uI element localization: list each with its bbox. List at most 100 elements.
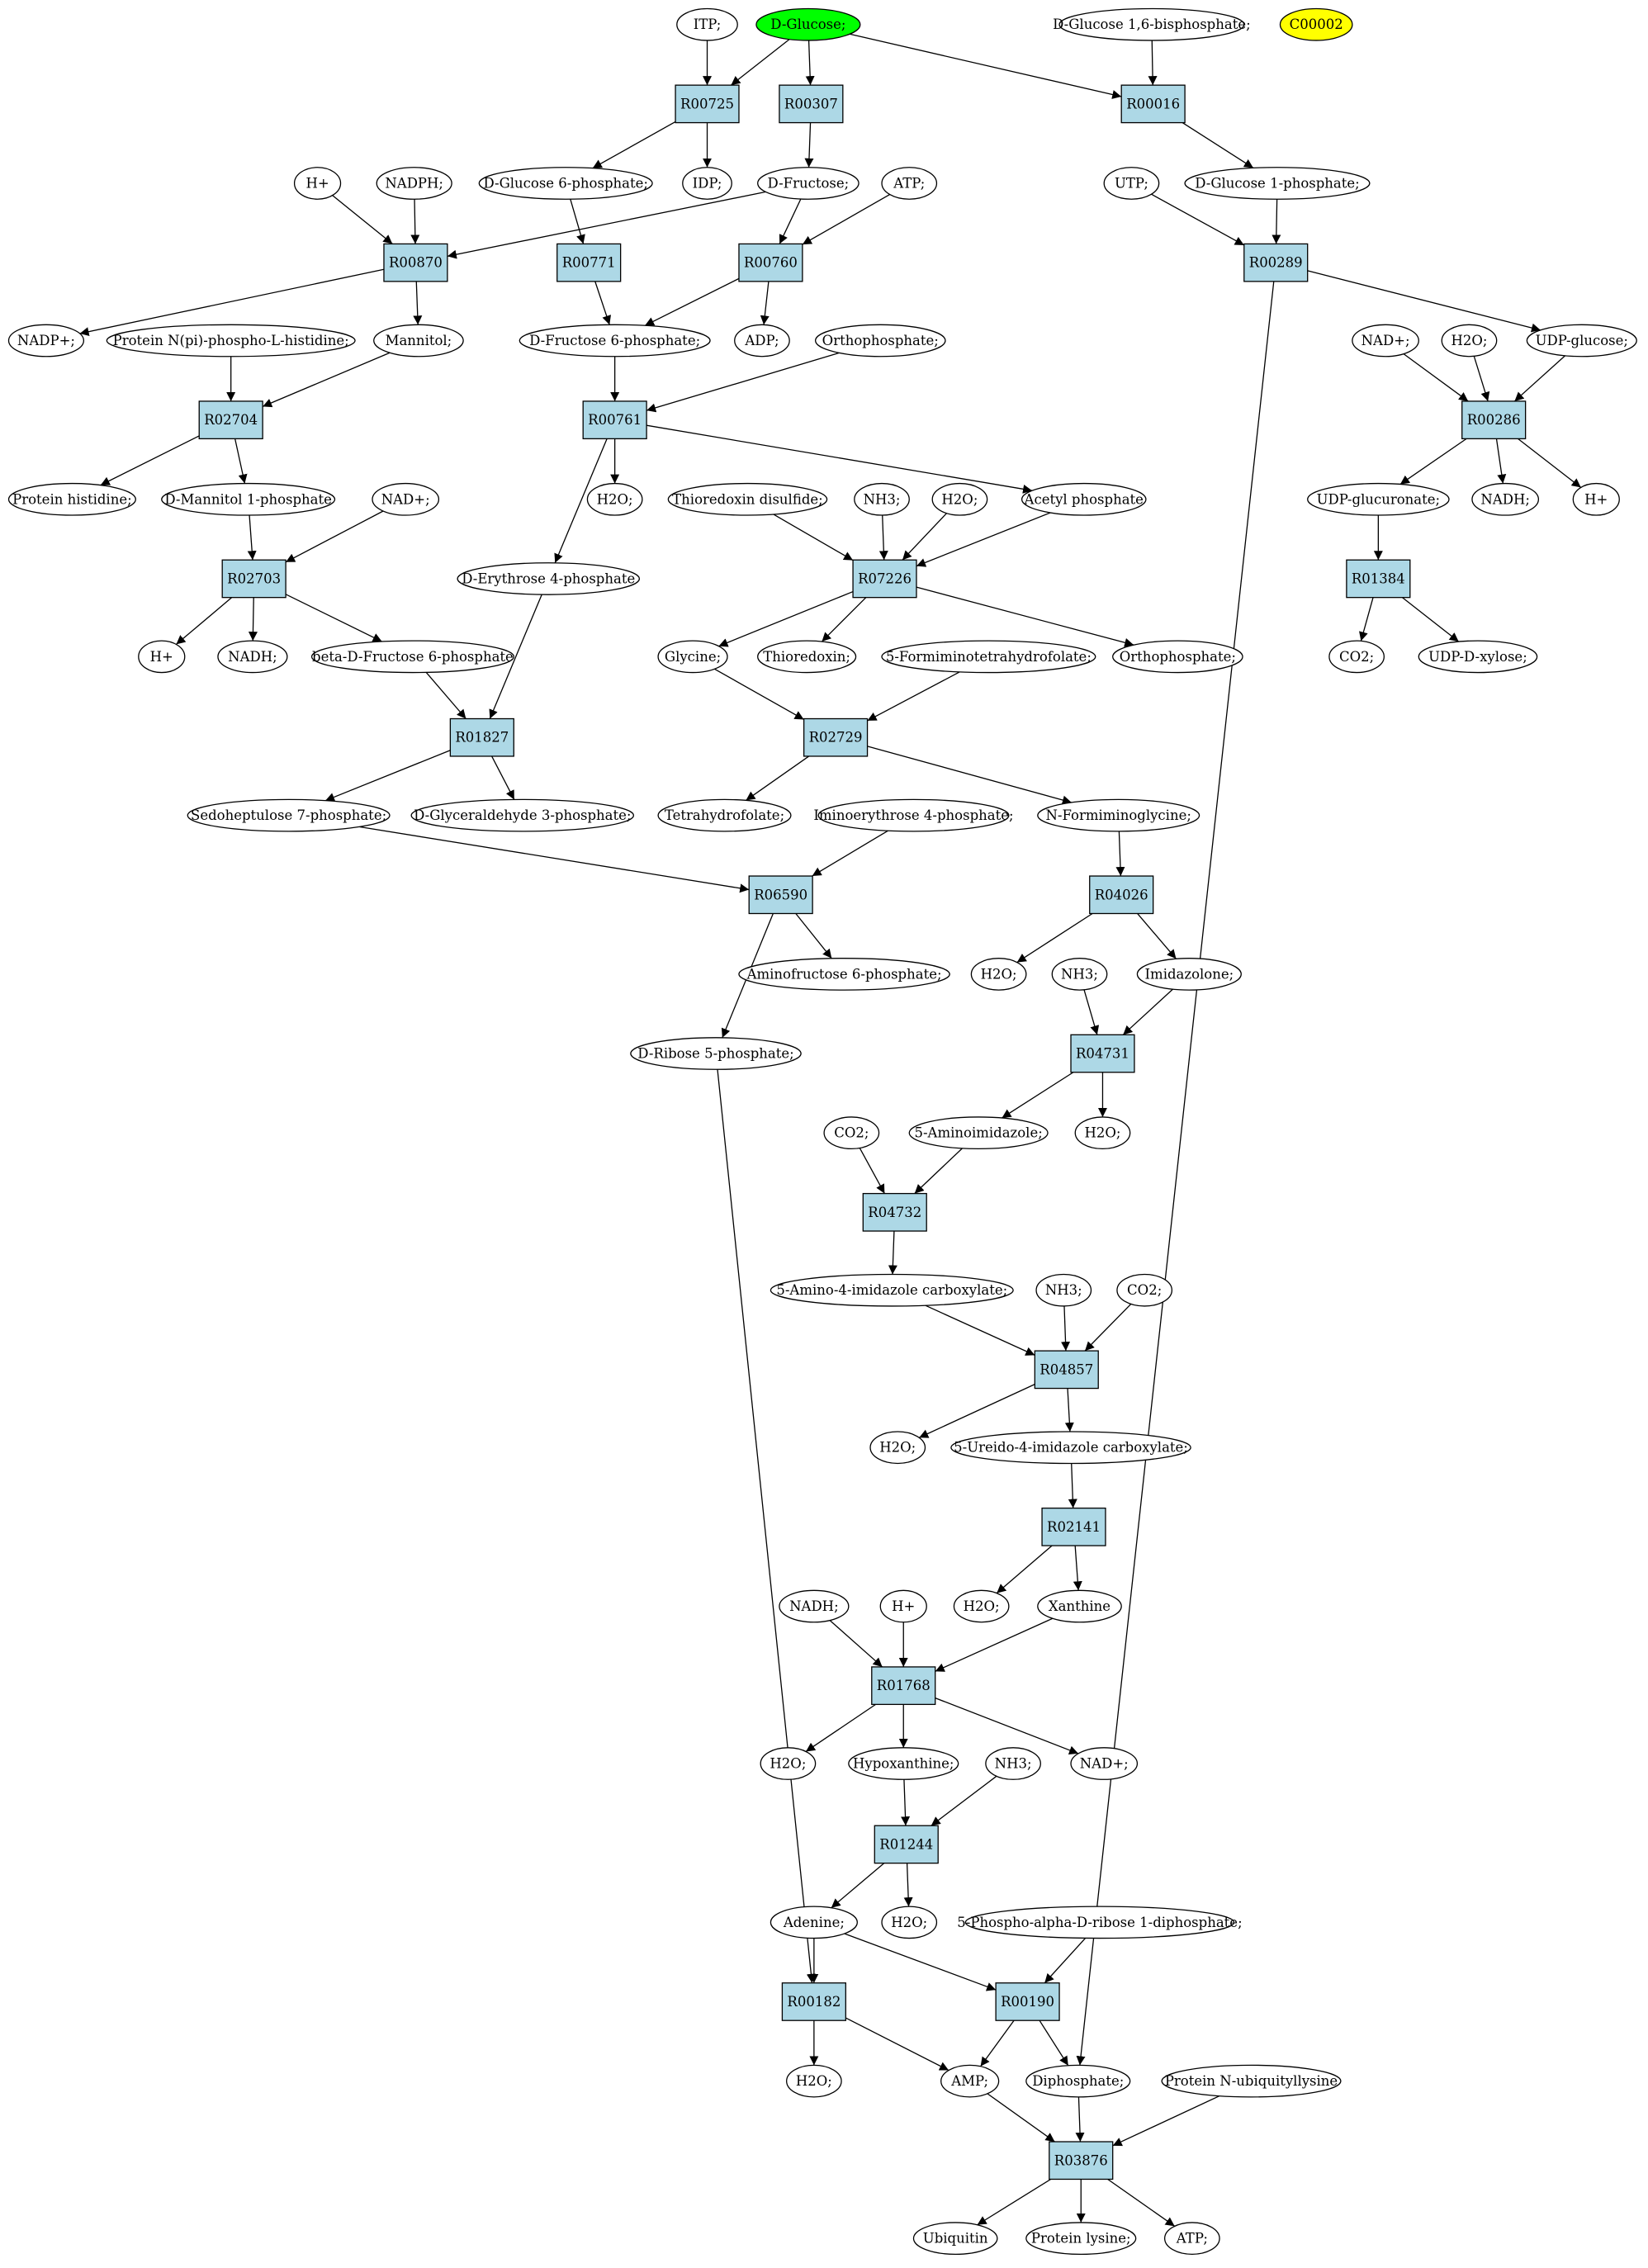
reaction-node-R07226[interactable]: R07226	[852, 559, 917, 599]
reaction-node-R00771[interactable]: R00771	[556, 243, 622, 282]
compound-node-de4p[interactable]: D-Erythrose 4-phosphate	[457, 562, 641, 595]
compound-node-iminoe4p[interactable]: Iminoerythrose 4-phosphate;	[813, 798, 1014, 832]
reaction-node-R04857[interactable]: R04857	[1034, 1350, 1099, 1390]
reaction-node-R00182[interactable]: R00182	[781, 1982, 846, 2021]
reaction-node-R02729[interactable]: R02729	[803, 717, 869, 757]
compound-node-diphos[interactable]: Diphosphate;	[1025, 2064, 1131, 2098]
compound-node-h2o1[interactable]: H2O;	[1441, 324, 1498, 357]
compound-node-nadh3[interactable]: NADH;	[779, 1589, 850, 1623]
compound-node-glycine[interactable]: Glycine;	[657, 640, 728, 674]
reaction-node-R04731[interactable]: R04731	[1070, 1034, 1135, 1073]
compound-node-hypox[interactable]: Hypoxanthine;	[848, 1747, 959, 1780]
compound-node-dg6p[interactable]: D-Glucose 6-phosphate;	[478, 167, 653, 200]
compound-node-xanthine[interactable]: Xanthine	[1037, 1589, 1122, 1623]
reaction-node-R02141[interactable]: R02141	[1041, 1508, 1106, 1546]
reaction-node-R00761[interactable]: R00761	[582, 400, 647, 440]
compound-node-c00002[interactable]: C00002	[1279, 7, 1353, 41]
reaction-node-R01768[interactable]: R01768	[871, 1666, 936, 1706]
compound-node-amp[interactable]: AMP;	[940, 2064, 1000, 2098]
compound-node-co2c[interactable]: CO2;	[1116, 1273, 1173, 1307]
compound-node-h2o10[interactable]: H2O;	[786, 2064, 842, 2098]
compound-node-dr5p[interactable]: D-Ribose 5-phosphate;	[630, 1037, 802, 1070]
compound-node-hplus1[interactable]: H+	[293, 167, 342, 200]
reaction-node-R00289[interactable]: R00289	[1243, 243, 1309, 282]
compound-node-dgap[interactable]: D-Glyceraldehyde 3-phosphate;	[410, 798, 635, 832]
reaction-node-R02704[interactable]: R02704	[198, 400, 263, 440]
compound-node-dg16bp[interactable]: D-Glucose 1,6-bisphosphate;	[1053, 7, 1251, 41]
reaction-node-R03876[interactable]: R03876	[1049, 2141, 1114, 2180]
compound-node-h2o9[interactable]: H2O;	[881, 1906, 938, 1939]
compound-node-nh3c[interactable]: NH3;	[1035, 1273, 1092, 1307]
compound-node-dfructose[interactable]: D-Fructose;	[757, 167, 860, 200]
reaction-node-R00307[interactable]: R00307	[779, 84, 844, 124]
compound-node-prothis[interactable]: Protein histidine;	[7, 482, 136, 516]
compound-node-itp[interactable]: ITP;	[676, 7, 738, 41]
compound-node-nad2[interactable]: NAD+;	[372, 482, 440, 516]
compound-node-nadh2[interactable]: NADH;	[217, 640, 288, 674]
compound-node-udpglcu[interactable]: UDP-glucuronate;	[1307, 482, 1450, 516]
compound-node-hplus3[interactable]: H+	[138, 640, 186, 674]
compound-node-protnpi[interactable]: Protein N(pi)-phospho-L-histidine;	[106, 324, 356, 357]
compound-node-nad1[interactable]: NAD+;	[1352, 324, 1419, 357]
reaction-node-R00725[interactable]: R00725	[675, 84, 740, 124]
compound-node-adp[interactable]: ADP;	[734, 324, 790, 357]
compound-node-udpxyl[interactable]: UDP-D-xylose;	[1418, 640, 1538, 674]
compound-node-co2a[interactable]: CO2;	[1328, 640, 1385, 674]
compound-node-ubiquitin[interactable]: Ubiquitin	[912, 2222, 998, 2256]
compound-node-h2o5[interactable]: H2O;	[1074, 1116, 1131, 1150]
compound-node-nadh1[interactable]: NADH;	[1471, 482, 1540, 516]
compound-node-nadp[interactable]: NADP+;	[7, 324, 85, 357]
reaction-node-R01244[interactable]: R01244	[874, 1825, 939, 1864]
compound-node-thf[interactable]: Tetrahydrofolate;	[657, 798, 792, 832]
compound-node-formthf[interactable]: 5-Formiminotetrahydrofolate;	[881, 640, 1096, 674]
compound-node-imidazolone[interactable]: Imidazolone;	[1136, 958, 1242, 991]
compound-node-a4icarb[interactable]: 5-Amino-4-imidazole carboxylate;	[770, 1273, 1014, 1307]
reaction-node-R06590[interactable]: R06590	[748, 875, 813, 915]
reaction-node-R00870[interactable]: R00870	[383, 243, 448, 282]
compound-node-acetylp[interactable]: Acetyl phosphate	[1021, 482, 1147, 516]
compound-node-nh3b[interactable]: NH3;	[1051, 958, 1108, 991]
compound-node-protnub[interactable]: Protein N-ubiquityllysine	[1161, 2064, 1342, 2098]
reaction-node-R00016[interactable]: R00016	[1120, 84, 1186, 124]
compound-node-dm1p[interactable]: D-Mannitol 1-phosphate	[161, 482, 336, 516]
compound-node-atp1[interactable]: ATP;	[881, 167, 938, 200]
compound-node-adenine[interactable]: Adenine;	[770, 1906, 858, 1939]
compound-node-protlys[interactable]: Protein lysine;	[1025, 2222, 1137, 2256]
compound-node-nadph[interactable]: NADPH;	[376, 167, 452, 200]
compound-node-nad3[interactable]: NAD+;	[1070, 1747, 1139, 1780]
compound-node-dglucose[interactable]: D-Glucose;	[755, 7, 861, 41]
compound-node-nh3d[interactable]: NH3;	[985, 1747, 1041, 1780]
compound-node-thiodis[interactable]: Thioredoxin disulfide;	[667, 482, 828, 516]
compound-node-orthop1[interactable]: Orthophosphate;	[814, 324, 946, 357]
reaction-node-R00286[interactable]: R00286	[1461, 400, 1527, 440]
compound-node-h2o4[interactable]: H2O;	[970, 958, 1027, 991]
compound-node-aminof6p[interactable]: Aminofructose 6-phosphate;	[738, 958, 950, 991]
compound-node-hplus4[interactable]: H+	[879, 1589, 927, 1623]
reaction-node-R02703[interactable]: R02703	[221, 559, 287, 599]
compound-node-utp[interactable]: UTP;	[1103, 167, 1160, 200]
compound-node-h2o8[interactable]: H2O;	[760, 1747, 817, 1780]
reaction-node-R00190[interactable]: R00190	[995, 1982, 1060, 2021]
compound-node-dg1p[interactable]: D-Glucose 1-phosphate;	[1184, 167, 1371, 200]
compound-node-mannitol[interactable]: Mannitol;	[373, 324, 464, 357]
reaction-node-R04026[interactable]: R04026	[1089, 875, 1154, 915]
compound-node-co2b[interactable]: CO2;	[823, 1116, 880, 1150]
compound-node-h2o6[interactable]: H2O;	[869, 1431, 926, 1465]
reaction-node-R01827[interactable]: R01827	[449, 717, 514, 757]
reaction-node-R04732[interactable]: R04732	[862, 1192, 927, 1232]
compound-node-h2o7[interactable]: H2O;	[953, 1589, 1010, 1623]
compound-node-thioredoxin[interactable]: Thioredoxin;	[757, 640, 857, 674]
compound-node-udpglc[interactable]: UDP-glucose;	[1526, 324, 1637, 357]
compound-node-h2o2[interactable]: H2O;	[586, 482, 643, 516]
compound-node-df6p[interactable]: D-Fructose 6-phosphate;	[519, 324, 711, 357]
reaction-node-R00760[interactable]: R00760	[738, 243, 803, 282]
compound-node-idp[interactable]: IDP;	[682, 167, 732, 200]
compound-node-aminoimid[interactable]: 5-Aminoimidazole;	[908, 1116, 1049, 1150]
reaction-node-R01384[interactable]: R01384	[1346, 559, 1411, 599]
compound-node-sed7p[interactable]: Sedoheptulose 7-phosphate;	[187, 798, 391, 832]
compound-node-h2o3[interactable]: H2O;	[931, 482, 988, 516]
compound-node-nh3a[interactable]: NH3;	[854, 482, 910, 516]
compound-node-orthop2[interactable]: Orthophosphate;	[1112, 640, 1243, 674]
compound-node-nfgly[interactable]: N-Formiminoglycine;	[1037, 798, 1200, 832]
compound-node-ureido[interactable]: 5-Ureido-4-imidazole carboxylate;	[950, 1431, 1191, 1465]
